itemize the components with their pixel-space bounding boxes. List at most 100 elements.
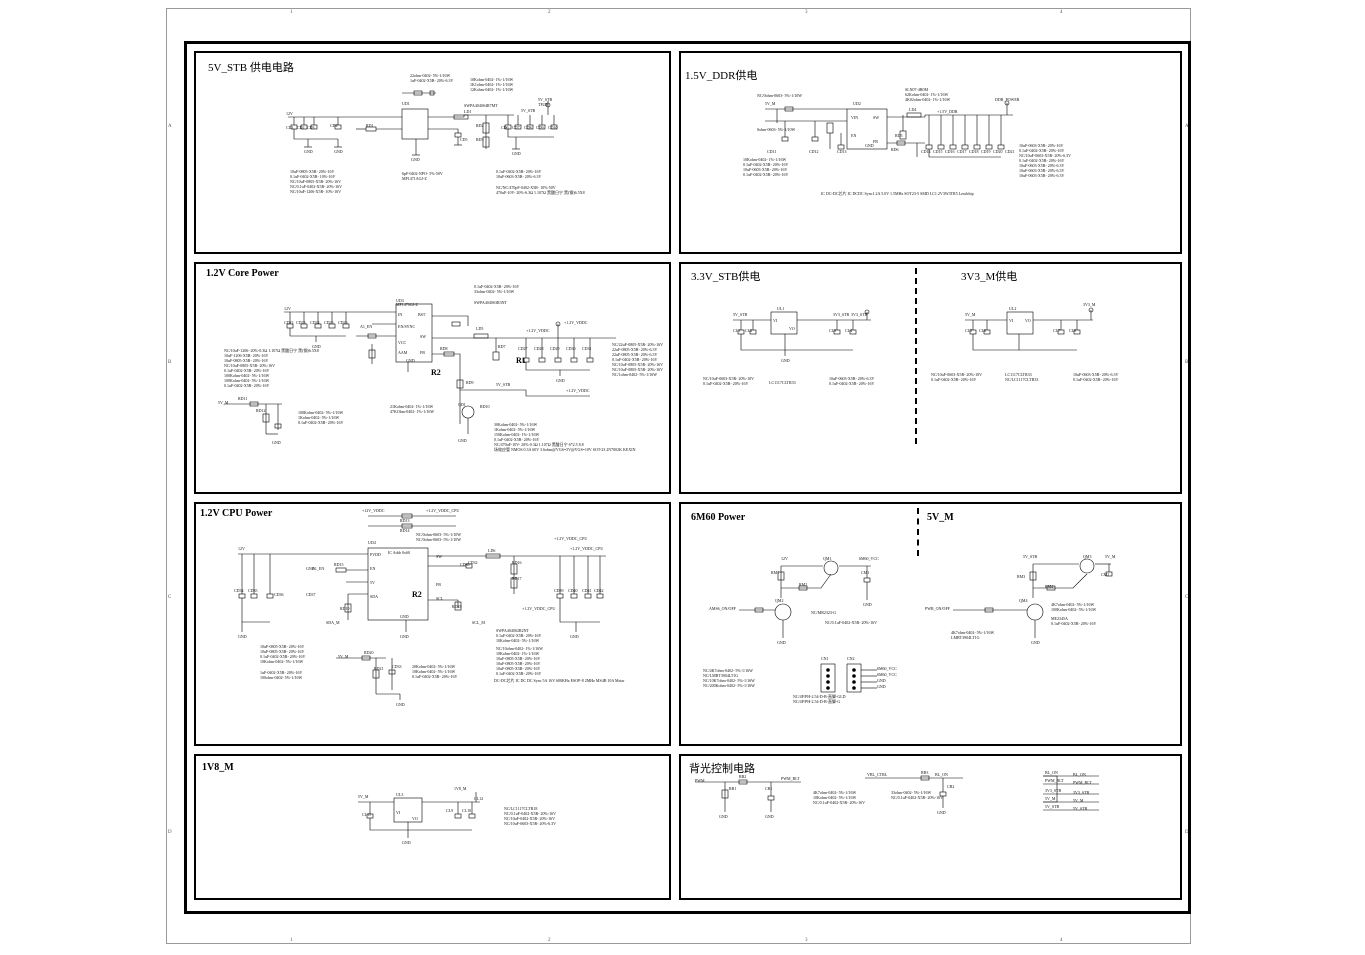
component-note: SWPA4040S4R7MT <box>464 103 498 108</box>
panel-title-5v-m: 5V_M <box>927 512 954 523</box>
net-label: GND <box>406 358 415 363</box>
panel-1v8-m: 1V8_M 5V_M UL3 1V8_M VI VO CL9 CL10 CL11… <box>194 754 671 900</box>
net-label: VI <box>773 318 778 323</box>
net-label: CD30 <box>566 346 576 351</box>
net-label: CD26 <box>338 320 348 325</box>
component-note: NC/0ohm-0603- 5%-1/10W <box>757 93 802 98</box>
net-label: CD10 <box>548 125 558 130</box>
ruler-bottom-4: 4 <box>1060 938 1063 943</box>
panel-title: 5V_STB 供电电路 <box>208 62 294 74</box>
net-label: PWM_BLT <box>1045 778 1064 783</box>
net-label: RM1 <box>771 570 780 575</box>
net-label: CD39 <box>554 588 564 593</box>
net-label: GND <box>334 149 343 154</box>
net-label: FB <box>873 139 878 144</box>
net-label: RB3 <box>921 770 929 775</box>
net-label: GND <box>937 810 946 815</box>
net-label: 6M60_VCC <box>877 672 897 677</box>
net-label: PWM_BLT <box>1073 780 1092 785</box>
net-label: QD1 <box>458 402 466 407</box>
net-label: VIN <box>851 115 859 120</box>
net-label: CD7 <box>512 125 520 130</box>
schematic-wires <box>238 513 606 700</box>
resistor-marker: R2 <box>431 368 441 377</box>
net-label: FB <box>420 350 425 355</box>
net-label: CD27 <box>518 346 528 351</box>
net-label: A1_EN <box>312 566 325 571</box>
net-label: RD13 <box>400 518 410 523</box>
net-label: 5V_STB <box>1073 806 1088 811</box>
component-note: 6pF-0402-NPO- 5%-50V MP1471AGJ-Z <box>402 171 443 181</box>
inner-frame <box>184 41 1191 914</box>
panel-title: 1.2V Core Power <box>206 268 279 279</box>
net-label: PWM_BLT <box>781 776 800 781</box>
net-label: BST <box>418 312 426 317</box>
net-label: RD3 <box>476 137 484 142</box>
panel-title: 1V8_M <box>202 762 234 773</box>
net-label: SW <box>873 115 879 120</box>
net-label: CD15 <box>933 149 943 154</box>
panel-title: 1.5V_DDR供电 <box>685 70 758 82</box>
net-label: RD18 <box>452 604 462 609</box>
component-note: NC/10uF-0603-X5R- 20%-10V 0.1uF-0402-X5R… <box>703 376 754 386</box>
component-note: 10uF-0805-X5R- 20%-16V 10uF-0805-X5R- 20… <box>260 644 306 664</box>
net-label: EN <box>370 566 376 571</box>
component-note: NC/0.1uF-0402-X5R- 20%-16V <box>825 620 877 625</box>
panel-title: 背光控制电路 <box>689 763 755 775</box>
net-label: 5V_M <box>765 101 776 106</box>
net-label: CD13 <box>837 149 847 154</box>
component-note: NC/10uF-0603-X5R- 20%-10V 0.1uF-0402-X5R… <box>931 372 982 382</box>
net-label: DDR_POWER <box>995 97 1020 102</box>
net-label: LD4 <box>909 107 917 112</box>
net-label: RD10 <box>480 404 490 409</box>
net-label: 12V <box>284 306 291 311</box>
panel-title-6m60: 6M60 Power <box>691 512 746 523</box>
component-note: 33ohm-0402- 5%-1/16W NC/0.1uF-0402-X5R- … <box>891 790 943 800</box>
net-label: CB1 <box>765 786 773 791</box>
net-label: 5V_M <box>1045 796 1056 801</box>
net-label: RM3 <box>1017 574 1026 579</box>
net-label: CD19 <box>981 149 991 154</box>
net-label: GND <box>400 634 409 639</box>
net-label: RM4 <box>1045 584 1054 589</box>
net-label: UL2 <box>1009 306 1017 311</box>
net-label: 5V_M <box>1073 798 1084 803</box>
net-label: 3V3_STB <box>1045 788 1062 793</box>
net-label: CD25 <box>324 320 334 325</box>
net-label: CD8 <box>524 125 532 130</box>
schematic-wires <box>224 303 616 435</box>
net-label: CD42 <box>594 588 604 593</box>
net-label: VCC <box>398 340 407 345</box>
ruler-side-c-right: C <box>1185 595 1189 600</box>
net-label: CL10 <box>462 808 472 813</box>
net-label: UL1 <box>777 306 785 311</box>
resistor-marker: R1 <box>516 356 526 365</box>
net-label: 3V3_STB <box>833 312 850 317</box>
component-note: IC DC-DC芯片 IC DCDC Sync1.2A 5.0V 1.5MHz … <box>821 191 974 196</box>
component-note: 0.1uF-0402-X5R- 20%-16V 10uF-0603-X5R- 2… <box>496 169 542 179</box>
component-note: NC/LC1117CLTR18 NC/0.1uF-0402-X5R- 20%-1… <box>504 806 556 826</box>
net-label: 5V_M <box>358 794 369 799</box>
net-label: 5V_STB <box>1045 804 1060 809</box>
net-label: CD23 <box>296 320 306 325</box>
net-label: GND <box>556 378 565 383</box>
net-label: RD1 <box>366 123 374 128</box>
ruler-top-4: 4 <box>1060 10 1063 15</box>
net-label: AMS6_ON/OFF <box>709 606 736 611</box>
net-label: CD34 <box>234 588 244 593</box>
panel-title-3v3-stb: 3.3V_STB供电 <box>691 271 761 283</box>
net-label: SW <box>420 334 426 339</box>
ruler-side-d: D <box>168 830 172 835</box>
net-label: CD21 <box>1005 149 1015 154</box>
net-label: CD40 <box>568 588 578 593</box>
net-label: CM2 <box>1101 572 1110 577</box>
net-label: +1.5V_DDR <box>937 109 958 114</box>
net-label: +1.2V_VDDC <box>526 328 550 333</box>
net-label: 5V_STB <box>538 97 553 102</box>
component-note: 21Kohm-0402- 1%-1/16W 47KOhm-0402- 1%-1/… <box>390 404 435 414</box>
component-note: 0.1uF-0402-X5R- 20%-16V 33ohm-0402- 5%-1… <box>474 284 520 294</box>
net-label: CL8 <box>1069 328 1077 333</box>
component-note: LC1117CLTR33 <box>769 380 796 385</box>
net-label: RD12 <box>256 408 266 413</box>
net-label: QM1 <box>823 556 832 561</box>
